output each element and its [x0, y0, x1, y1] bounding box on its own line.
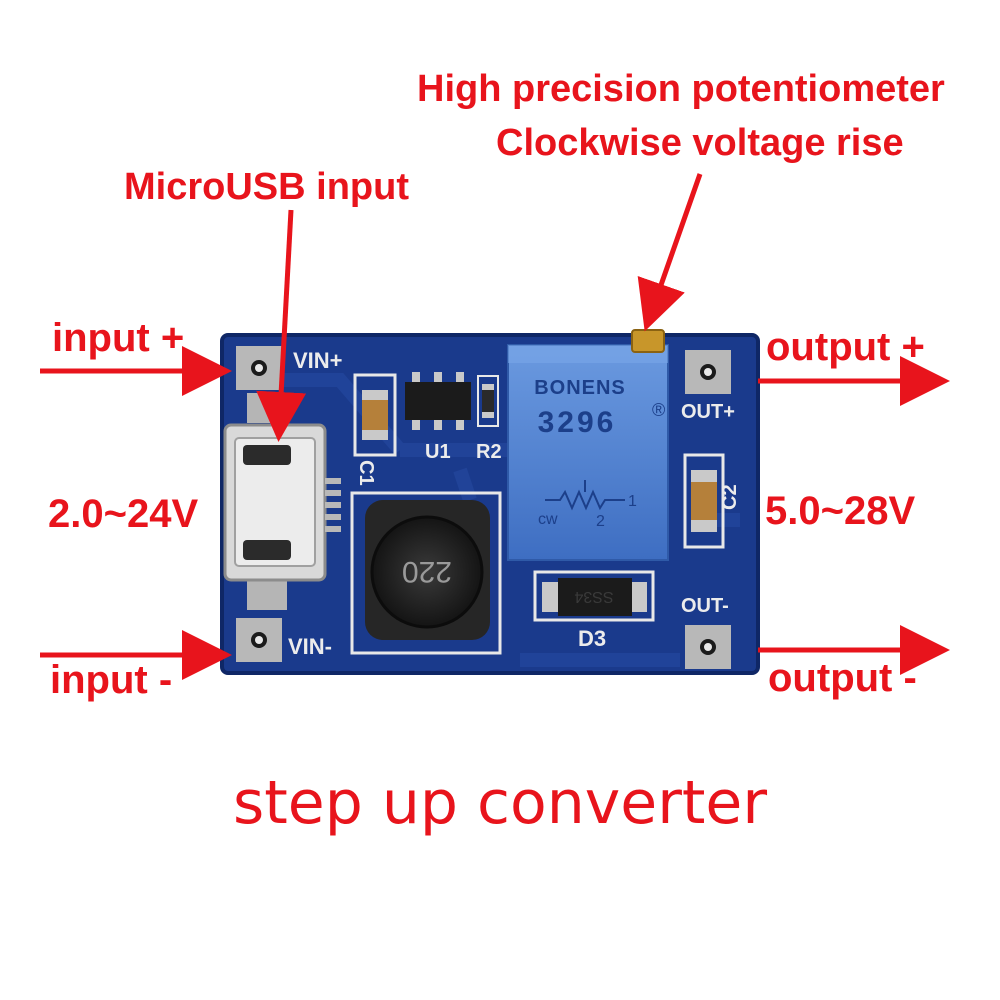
- pot-cw: cw: [538, 511, 558, 528]
- microusb-connector: [223, 393, 341, 610]
- potentiometer-label-line1: High precision potentiometer: [417, 68, 945, 110]
- inductor: [350, 491, 502, 655]
- diode-marking: SS34: [574, 588, 613, 605]
- caption: step up converter: [233, 768, 767, 838]
- pot-pin2: 2: [596, 513, 605, 530]
- capacitor-c2: [683, 453, 725, 549]
- pad-vin-minus: [236, 618, 282, 662]
- microusb-label: MicroUSB input: [124, 166, 409, 208]
- annotation-arrows: [40, 173, 950, 680]
- diode-d3: [533, 570, 655, 622]
- pot-pin1: 1: [628, 493, 637, 510]
- ic-u1: [405, 372, 471, 430]
- pot-brand: BONENS: [534, 377, 626, 399]
- silk-d3: D3: [578, 626, 606, 651]
- input-plus-label: input +: [52, 316, 185, 360]
- silk-c2: C2: [719, 484, 741, 510]
- pot-registered: ®: [652, 400, 665, 420]
- potentiometer-label-line2: Clockwise voltage rise: [496, 122, 904, 164]
- silk-out-plus: OUT+: [681, 401, 735, 423]
- potentiometer: [507, 329, 669, 561]
- arrow-potentiometer: [637, 173, 703, 332]
- silk-vin-plus: VIN+: [293, 348, 343, 373]
- output-plus-label: output +: [766, 325, 925, 369]
- output-range-label: 5.0~28V: [765, 489, 916, 533]
- pad-out-plus: [685, 350, 731, 394]
- pad-out-minus: [685, 625, 731, 669]
- silk-r2: R2: [476, 441, 502, 463]
- silk-u1: U1: [425, 441, 451, 463]
- resistor-r2: [477, 375, 499, 427]
- input-range-label: 2.0~24V: [48, 492, 199, 536]
- pot-model: 3296: [538, 406, 617, 439]
- input-minus-label: input -: [50, 658, 173, 702]
- inductor-marking: 220: [402, 555, 452, 588]
- arrow-microusb: [256, 209, 307, 442]
- silk-out-minus: OUT-: [681, 595, 729, 617]
- pad-vin-plus: [236, 346, 282, 390]
- capacitor-c1: [353, 373, 397, 457]
- silk-c1: C1: [355, 460, 377, 486]
- output-minus-label: output -: [768, 656, 917, 700]
- silk-vin-minus: VIN-: [288, 634, 332, 659]
